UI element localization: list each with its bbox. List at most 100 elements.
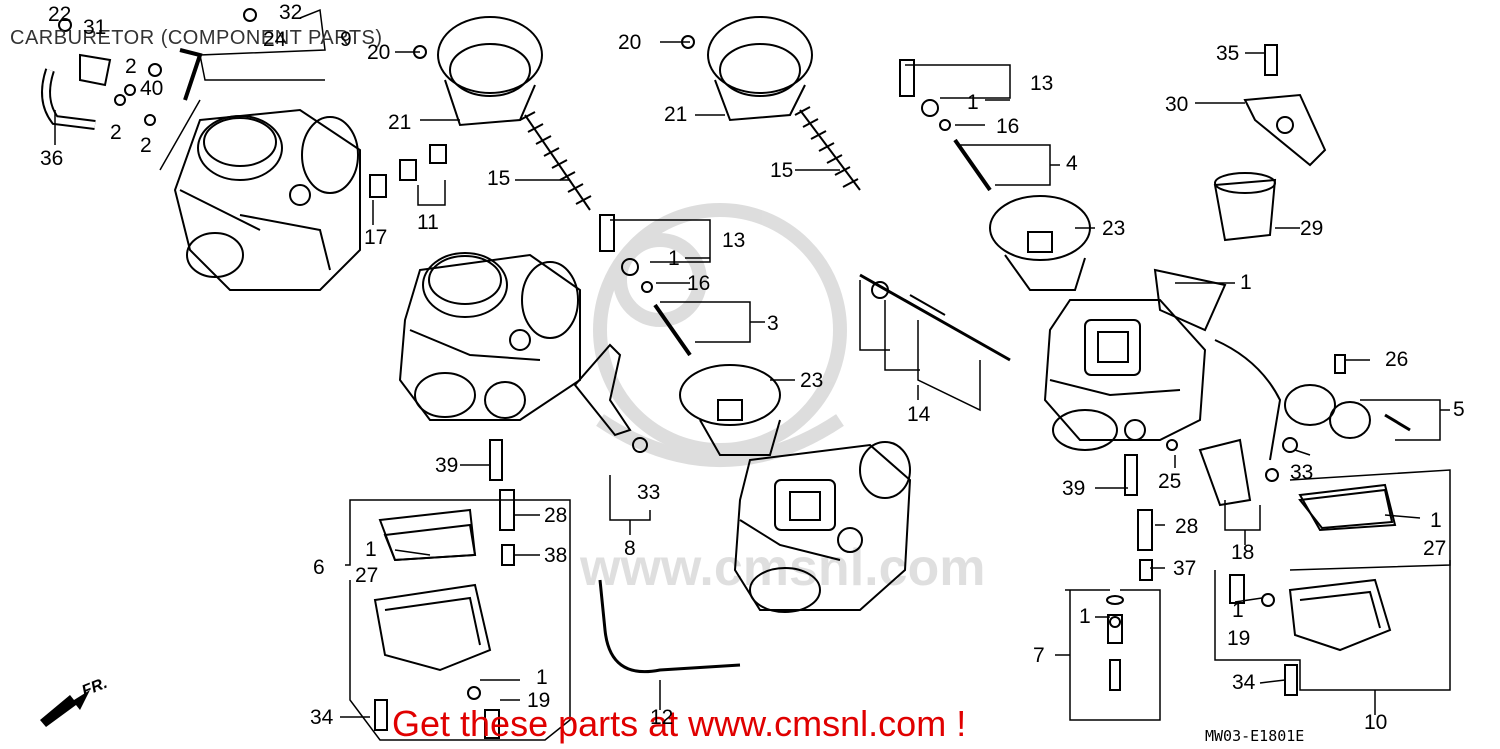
- callout-39b[interactable]: 39: [1062, 477, 1086, 500]
- callout-27a[interactable]: 27: [355, 564, 379, 587]
- callout-25[interactable]: 25: [1158, 470, 1182, 493]
- spring-16b: [939, 119, 951, 131]
- callout-31[interactable]: 31: [83, 16, 107, 39]
- jet-needle-4: [953, 138, 992, 192]
- callout-15a[interactable]: 15: [487, 167, 511, 190]
- callout-1e[interactable]: 1: [1240, 271, 1252, 294]
- screw-35: [1264, 44, 1278, 76]
- washer-1c: [467, 686, 481, 700]
- callout-18[interactable]: 18: [1231, 541, 1255, 564]
- callout-17[interactable]: 17: [364, 226, 388, 249]
- jet-39b: [1124, 454, 1138, 496]
- top-cover-21a: [437, 16, 543, 127]
- callout-7[interactable]: 7: [1033, 644, 1045, 667]
- bolt-32: [243, 8, 257, 22]
- callout-36[interactable]: 36: [40, 147, 64, 170]
- gasket-27a: [383, 523, 477, 562]
- callout-1a[interactable]: 1: [668, 247, 680, 270]
- callout-21a[interactable]: 21: [388, 111, 412, 134]
- part-9: [179, 48, 203, 101]
- carb-body-2: [398, 252, 581, 421]
- callout-23a[interactable]: 23: [800, 369, 824, 392]
- callout-37[interactable]: 37: [1173, 557, 1197, 580]
- callout-28b[interactable]: 28: [1175, 515, 1199, 538]
- callout-24[interactable]: 24: [263, 28, 287, 51]
- jet-38: [501, 544, 515, 566]
- washer-1a: [621, 258, 639, 276]
- callout-10[interactable]: 10: [1364, 711, 1388, 734]
- callout-29[interactable]: 29: [1300, 217, 1324, 240]
- gasket-27b: [1298, 488, 1394, 530]
- clip-22: [58, 18, 72, 32]
- callout-34a[interactable]: 34: [310, 706, 334, 729]
- callout-8[interactable]: 8: [624, 537, 636, 560]
- washer-2b: [114, 94, 126, 106]
- cover-30: [1243, 93, 1327, 167]
- callout-20a[interactable]: 20: [367, 41, 391, 64]
- washer-2c: [144, 114, 156, 126]
- jet-28a: [499, 489, 515, 531]
- bolt-33a: [632, 437, 648, 453]
- callout-4[interactable]: 4: [1066, 152, 1078, 175]
- diagram-title: CARBURETOR (COMPONENT PARTS): [10, 27, 383, 49]
- callout-23b[interactable]: 23: [1102, 217, 1126, 240]
- callout-35[interactable]: 35: [1216, 42, 1240, 65]
- callout-11[interactable]: 11: [417, 211, 439, 234]
- gasket-1e: [1153, 268, 1227, 332]
- callout-1c[interactable]: 1: [536, 666, 548, 689]
- callout-14[interactable]: 14: [907, 403, 931, 426]
- jet-needle-3: [653, 303, 692, 357]
- callout-38[interactable]: 38: [544, 544, 568, 567]
- callout-39a[interactable]: 39: [435, 454, 459, 477]
- callout-27b[interactable]: 27: [1423, 537, 1447, 560]
- spring-17: [369, 174, 387, 198]
- callout-34b[interactable]: 34: [1232, 671, 1256, 694]
- promo-link[interactable]: Get these parts at www.cmsnl.com !: [392, 703, 967, 744]
- fr-arrow-icon: [40, 690, 90, 727]
- spring-11a: [399, 159, 417, 181]
- callout-15b[interactable]: 15: [770, 159, 794, 182]
- watermark-logo: [593, 203, 847, 467]
- callout-33b[interactable]: 33: [1290, 461, 1314, 484]
- callout-1f[interactable]: 1: [1430, 509, 1442, 532]
- callout-19a[interactable]: 19: [527, 689, 551, 712]
- bolt-33b: [1282, 437, 1298, 453]
- slide-diaphragm-23b: [989, 195, 1091, 291]
- callout-13a[interactable]: 13: [722, 229, 746, 252]
- callout-2a[interactable]: 2: [125, 55, 137, 78]
- callout-28a[interactable]: 28: [544, 504, 568, 527]
- callout-22[interactable]: 22: [48, 3, 72, 26]
- callout-26[interactable]: 26: [1385, 348, 1409, 371]
- callout-1h[interactable]: 1: [1079, 605, 1091, 628]
- nut-40: [124, 84, 136, 96]
- callout-9[interactable]: 9: [340, 28, 352, 51]
- callout-21b[interactable]: 21: [664, 103, 688, 126]
- callout-30[interactable]: 30: [1165, 93, 1189, 116]
- callout-16a[interactable]: 16: [687, 272, 711, 295]
- callout-40[interactable]: 40: [140, 77, 164, 100]
- callout-2c[interactable]: 2: [140, 134, 152, 157]
- callout-12[interactable]: 12: [650, 706, 674, 729]
- screw-34a: [374, 699, 388, 731]
- callout-1d[interactable]: 1: [967, 91, 979, 114]
- callout-13b[interactable]: 13: [1030, 72, 1054, 95]
- part-26: [1334, 354, 1346, 374]
- float-valve-stack-7: [1106, 595, 1124, 691]
- callout-5[interactable]: 5: [1453, 398, 1465, 421]
- callout-3[interactable]: 3: [767, 312, 779, 335]
- carb-body-4: [1043, 299, 1207, 451]
- callout-1b[interactable]: 1: [365, 538, 377, 561]
- callout-20b[interactable]: 20: [618, 31, 642, 54]
- pilot-screw-14: [859, 273, 1011, 362]
- sensor-18: [1198, 339, 1282, 507]
- callout-2b[interactable]: 2: [110, 121, 122, 144]
- callout-19b[interactable]: 19: [1227, 627, 1251, 650]
- callout-33a[interactable]: 33: [637, 481, 661, 504]
- air-cut-valve-29: [1213, 172, 1277, 242]
- callout-6[interactable]: 6: [313, 556, 325, 579]
- callout-32[interactable]: 32: [279, 1, 303, 24]
- callout-1g[interactable]: 1: [1232, 599, 1244, 622]
- carb-body-1: [173, 108, 361, 291]
- callout-16b[interactable]: 16: [996, 115, 1020, 138]
